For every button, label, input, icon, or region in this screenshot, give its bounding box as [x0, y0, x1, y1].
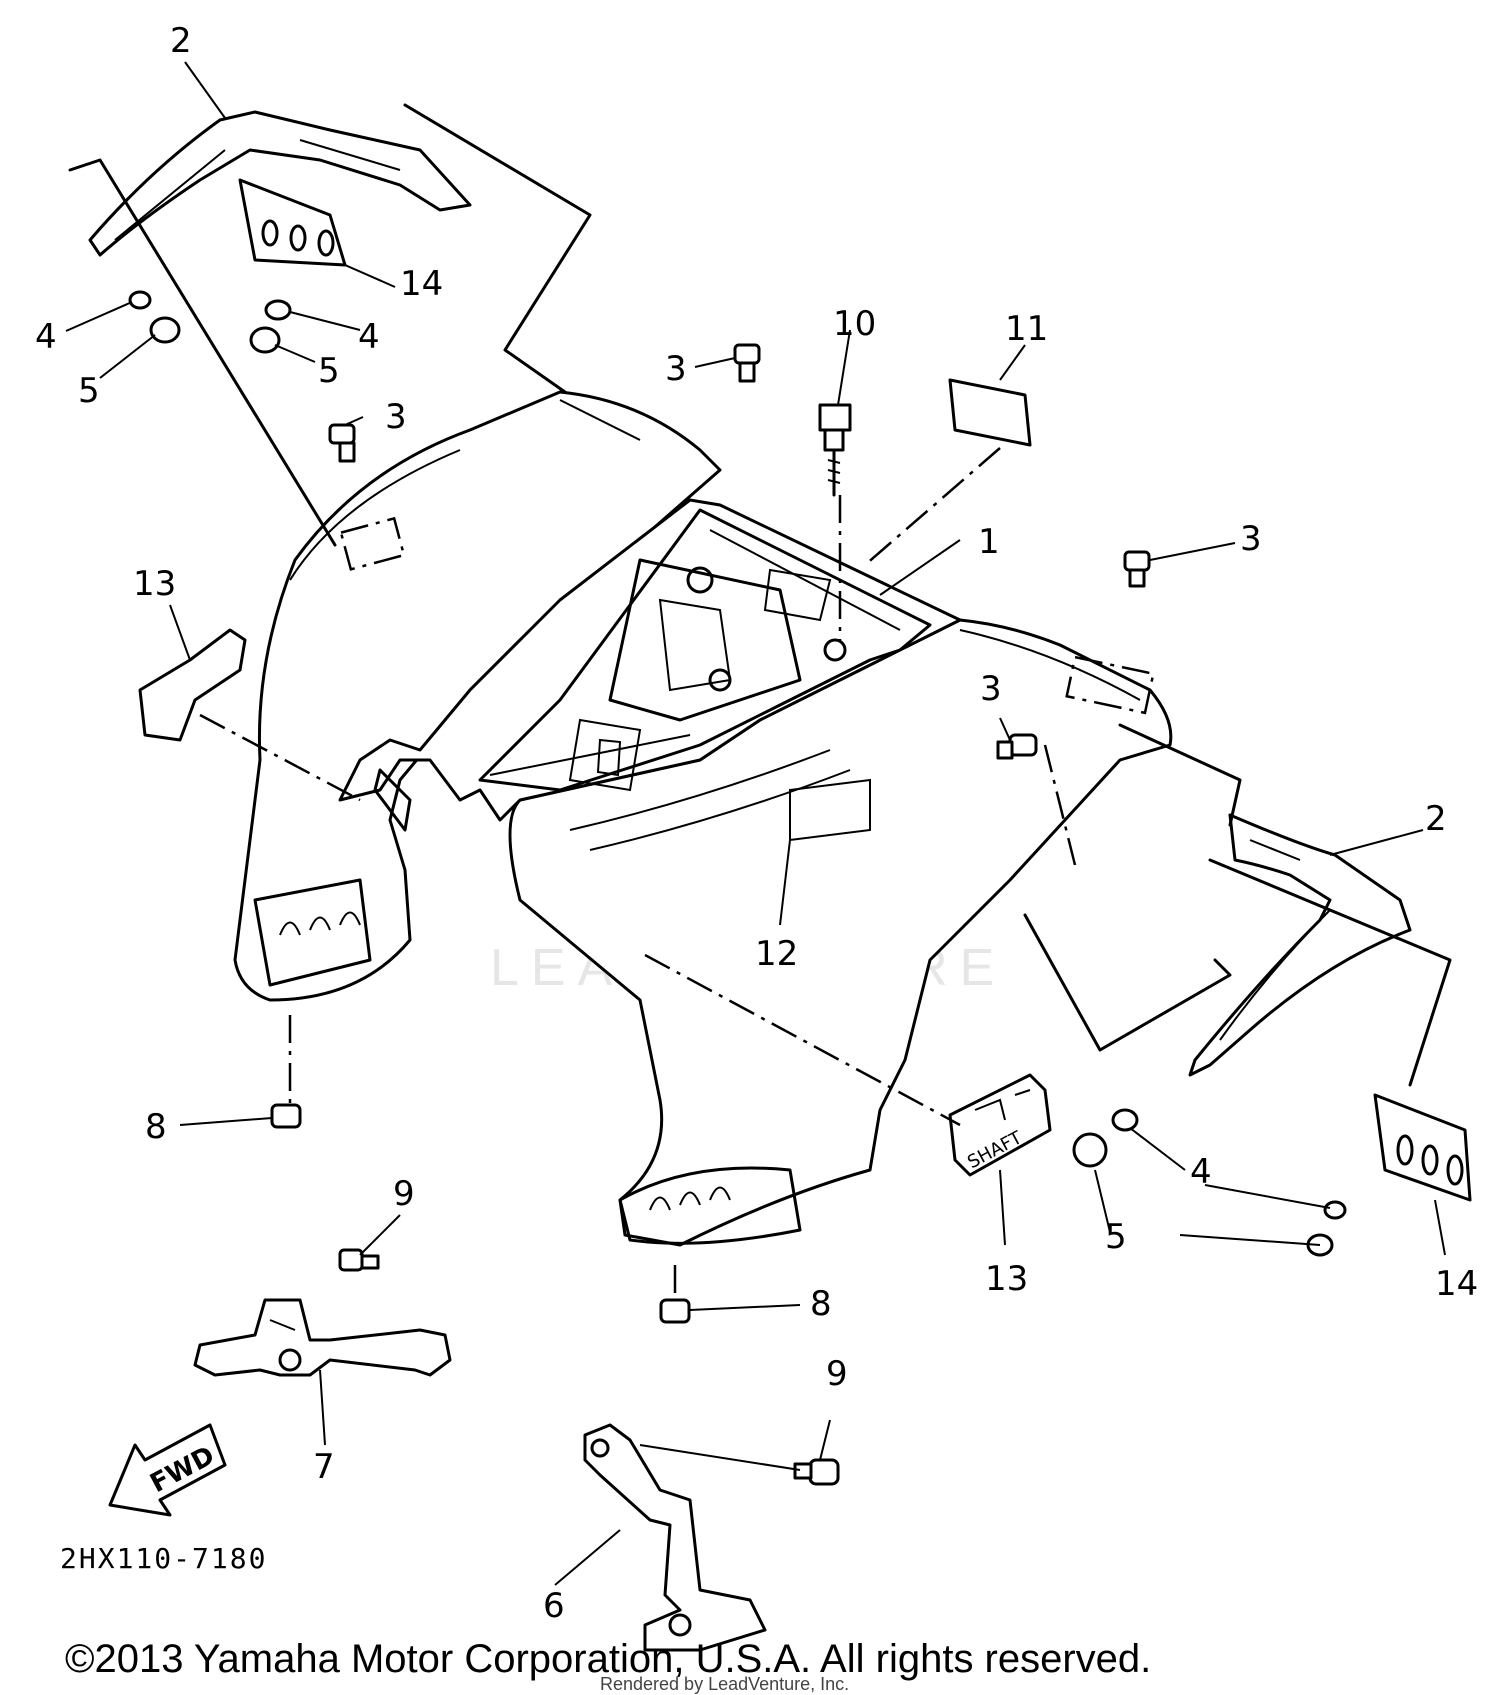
- label-3-right: 3: [1240, 519, 1262, 559]
- washer-4-right-b: [1323, 1200, 1347, 1220]
- label-8-left: 8: [145, 1107, 167, 1147]
- label-14-top: 14: [400, 264, 443, 304]
- label-4-left: 4: [35, 317, 57, 357]
- label-2-top: 2: [170, 21, 192, 61]
- label-5-mid: 5: [318, 351, 340, 391]
- bolt-9-center: [793, 1458, 840, 1486]
- copyright-notice: ©2013 Yamaha Motor Corporation, U.S.A. A…: [65, 1637, 1151, 1681]
- label-14-right: 14: [1435, 1264, 1478, 1304]
- label-13-right: 13: [985, 1259, 1028, 1299]
- label-10: 10: [833, 304, 876, 344]
- label-1: 1: [978, 522, 1000, 562]
- bolt-10: [818, 403, 852, 497]
- mounting-plate-left: [238, 178, 347, 267]
- screw-3-right: [1123, 550, 1151, 588]
- label-2-right: 2: [1425, 799, 1447, 839]
- nut-5-left: [149, 316, 181, 344]
- bracket-6: [583, 1423, 767, 1652]
- label-9-center: 9: [826, 1354, 848, 1394]
- label-4-right: 4: [1190, 1152, 1212, 1192]
- part-labels: 1 2 2 3 3 3 3 4 4 4 5 5 5 6 7 8 8 9 9 10…: [35, 21, 1478, 1626]
- nut-8-left: [270, 1103, 302, 1129]
- nut-5-right-a: [1072, 1132, 1108, 1168]
- grab-bar-right: [1188, 813, 1412, 1077]
- screw-3-top: [733, 343, 761, 383]
- decal-11: [948, 378, 1032, 447]
- screw-3-mid: [996, 733, 1038, 760]
- label-7: 7: [313, 1447, 335, 1487]
- grab-bar-left: [88, 110, 472, 257]
- label-6: 6: [543, 1586, 565, 1626]
- label-12: 12: [755, 934, 798, 974]
- label-5-right: 5: [1105, 1217, 1127, 1257]
- reflector-right: SHAFT: [948, 1073, 1052, 1177]
- mounting-plate-right: [1373, 1093, 1472, 1202]
- rendered-by-credit: Rendered by LeadVenture, Inc.: [600, 1674, 849, 1694]
- rear-fender-body: [233, 390, 1173, 1247]
- nut-5-mid: [249, 326, 281, 354]
- drawing-code: 2HX110-7180: [60, 1542, 267, 1575]
- leader-lines: [65, 61, 1452, 1586]
- washer-4-left: [128, 290, 152, 310]
- label-3-mid: 3: [980, 669, 1002, 709]
- label-11: 11: [1005, 309, 1048, 349]
- bracket-7: [193, 1298, 452, 1377]
- washer-4-right-a: [1111, 1108, 1139, 1132]
- label-5-left: 5: [78, 371, 100, 411]
- label-3-left: 3: [385, 397, 407, 437]
- reflector-left: [138, 628, 247, 742]
- screw-3-left: [328, 423, 356, 463]
- label-9-left: 9: [393, 1174, 415, 1214]
- label-8-center: 8: [810, 1284, 832, 1324]
- label-13-left: 13: [133, 564, 176, 604]
- label-4-mid: 4: [358, 317, 380, 357]
- nut-8-center: [659, 1298, 691, 1324]
- washer-4-mid: [264, 299, 292, 321]
- label-3-top: 3: [665, 349, 687, 389]
- bolt-9-left: [338, 1248, 380, 1272]
- fwd-arrow: FWD: [108, 1423, 227, 1517]
